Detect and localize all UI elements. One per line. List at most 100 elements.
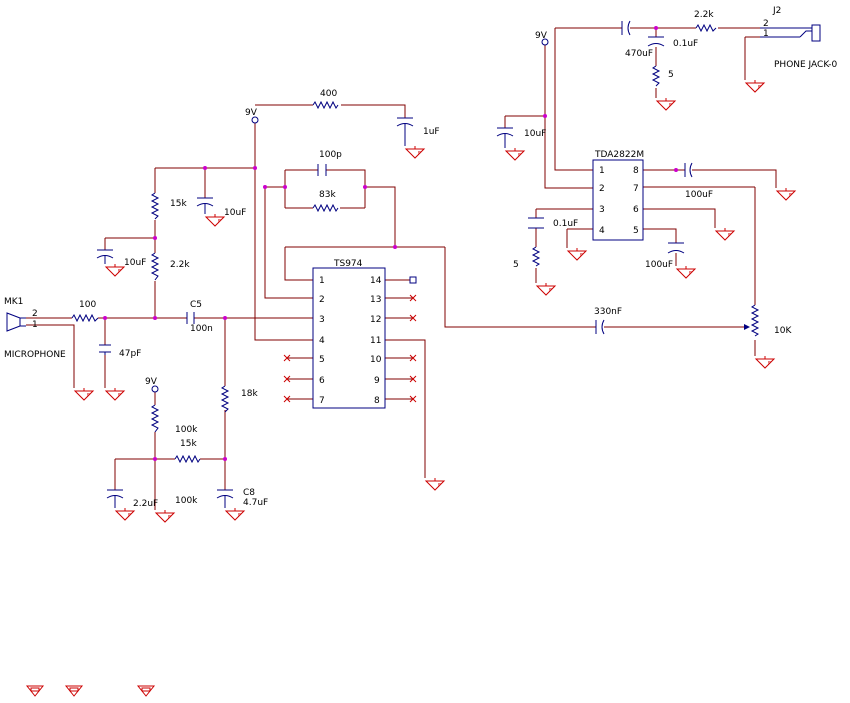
label-c5-val: 100n <box>190 324 213 334</box>
ground-icon <box>755 355 775 369</box>
label-mk-pin2: 2 <box>32 309 38 319</box>
capacitor-47pf <box>99 344 111 355</box>
capacitor-1uf <box>396 117 414 146</box>
label-j2-pin2: 2 <box>763 19 769 29</box>
ground-icon <box>225 507 245 521</box>
label-c-2u2: 2.2uF <box>133 499 158 509</box>
ground-icon <box>105 387 125 401</box>
capacitor-c5 <box>186 312 195 324</box>
label-c5: C5 <box>190 300 202 310</box>
no-connect-marks <box>283 294 417 403</box>
capacitor-2u2 <box>106 489 124 508</box>
capacitor-10uf-b <box>96 249 114 264</box>
label-r-2k2-out: 2.2k <box>694 10 714 20</box>
potentiometer-10k <box>744 304 760 337</box>
capacitor-100uf-pin5 <box>667 242 685 254</box>
label-tda-pin4: 4 <box>599 226 605 236</box>
label-ts-pin9: 9 <box>374 376 380 386</box>
label-tda-pin2: 2 <box>599 184 605 194</box>
capacitor-0u1-tda <box>528 217 544 229</box>
label-r-15k-bias: 15k <box>180 439 197 449</box>
label-ts-pin3: 3 <box>319 315 325 325</box>
label-ts-pin11: 11 <box>370 336 381 346</box>
label-j2-pin1: 1 <box>763 29 769 39</box>
resistor-400 <box>312 100 339 110</box>
resistor-5-tda <box>531 246 541 267</box>
label-c-0u1-out: 0.1uF <box>673 39 698 49</box>
resistor-15k <box>150 192 160 220</box>
label-r-100k-top: 100k <box>175 425 198 435</box>
resistor-2k2-out <box>695 23 717 33</box>
ground-icon <box>74 387 94 401</box>
ground-icon <box>536 282 556 296</box>
resistor-5-out <box>651 65 661 87</box>
wires <box>26 27 777 510</box>
resistor-100k-top <box>150 404 160 433</box>
label-c-10u-b: 10uF <box>124 258 146 268</box>
label-tda-pin3: 3 <box>599 205 605 215</box>
label-c-0u1-tda: 0.1uF <box>553 219 578 229</box>
ic-ts974 <box>312 267 417 409</box>
label-c-470u: 470uF <box>625 49 653 59</box>
microphone-symbol <box>6 312 26 332</box>
ground-icon <box>115 507 135 521</box>
ground-icon <box>745 79 765 93</box>
label-vcc-main: 9V <box>245 108 258 118</box>
vcc-terminal-bias <box>151 385 159 393</box>
label-tda: TDA2822M <box>594 150 644 160</box>
label-r-18k: 18k <box>241 389 258 399</box>
label-c-10u-amp: 10uF <box>524 129 546 139</box>
label-r-400: 400 <box>320 89 337 99</box>
label-r-15k: 15k <box>170 199 187 209</box>
ground-icon <box>205 213 225 227</box>
label-mk1: MK1 <box>4 297 23 307</box>
ground-icon <box>155 509 175 523</box>
capacitor-10uf-amp <box>496 127 514 148</box>
label-microphone: MICROPHONE <box>4 350 66 360</box>
ground-icon <box>656 97 676 111</box>
capacitor-0u1-out <box>647 36 665 47</box>
capacitor-10uf-a <box>196 197 214 214</box>
label-ts-pin13: 13 <box>370 295 381 305</box>
ground-icon <box>776 187 796 201</box>
label-phone-jack: PHONE JACK-0 <box>774 60 838 70</box>
ground-icon <box>405 145 425 159</box>
label-ts-pin2: 2 <box>319 295 325 305</box>
capacitor-470uf <box>621 20 631 36</box>
labels: MK1 MICROPHONE 2 1 100 47pF C5 100n 18k … <box>4 6 838 509</box>
label-r-5-out: 5 <box>668 70 674 80</box>
components <box>6 20 821 508</box>
ground-icon <box>105 263 125 277</box>
label-c-10u-a: 10uF <box>224 208 246 218</box>
label-c-330n: 330nF <box>594 307 622 317</box>
ground-icon <box>567 247 587 261</box>
capacitor-100p <box>317 164 327 176</box>
capacitor-100uf-pin8 <box>684 162 693 178</box>
ground-icon <box>505 147 525 161</box>
label-j2: J2 <box>772 6 781 16</box>
junctions <box>103 26 678 461</box>
label-tda-pin5: 5 <box>633 226 639 236</box>
capacitor-330nf <box>595 319 605 335</box>
resistor-18k <box>220 385 230 413</box>
capacitor-c8 <box>216 489 234 508</box>
resistor-100-mic <box>71 313 99 323</box>
label-vcc-bias: 9V <box>145 377 158 387</box>
label-c-100u-pin8: 100uF <box>685 190 713 200</box>
label-ts-pin10: 10 <box>370 355 382 365</box>
label-ts-pin1: 1 <box>319 276 325 286</box>
label-ts-pin12: 12 <box>370 315 381 325</box>
label-r-2k2: 2.2k <box>170 260 190 270</box>
resistor-2k2 <box>150 252 160 281</box>
label-c-100p: 100p <box>319 150 342 160</box>
label-pot-10k: 10K <box>774 326 792 336</box>
label-tda-pin7: 7 <box>633 184 639 194</box>
label-vcc-amp: 9V <box>535 31 548 41</box>
label-ts-pin4: 4 <box>319 336 325 346</box>
label-ts-pin5: 5 <box>319 355 325 365</box>
label-r-100k-bot: 100k <box>175 496 198 506</box>
label-r-83k: 83k <box>319 190 336 200</box>
ic-tda2822m <box>592 159 644 241</box>
label-ts-pin6: 6 <box>319 376 325 386</box>
label-c-47p: 47pF <box>119 349 141 359</box>
